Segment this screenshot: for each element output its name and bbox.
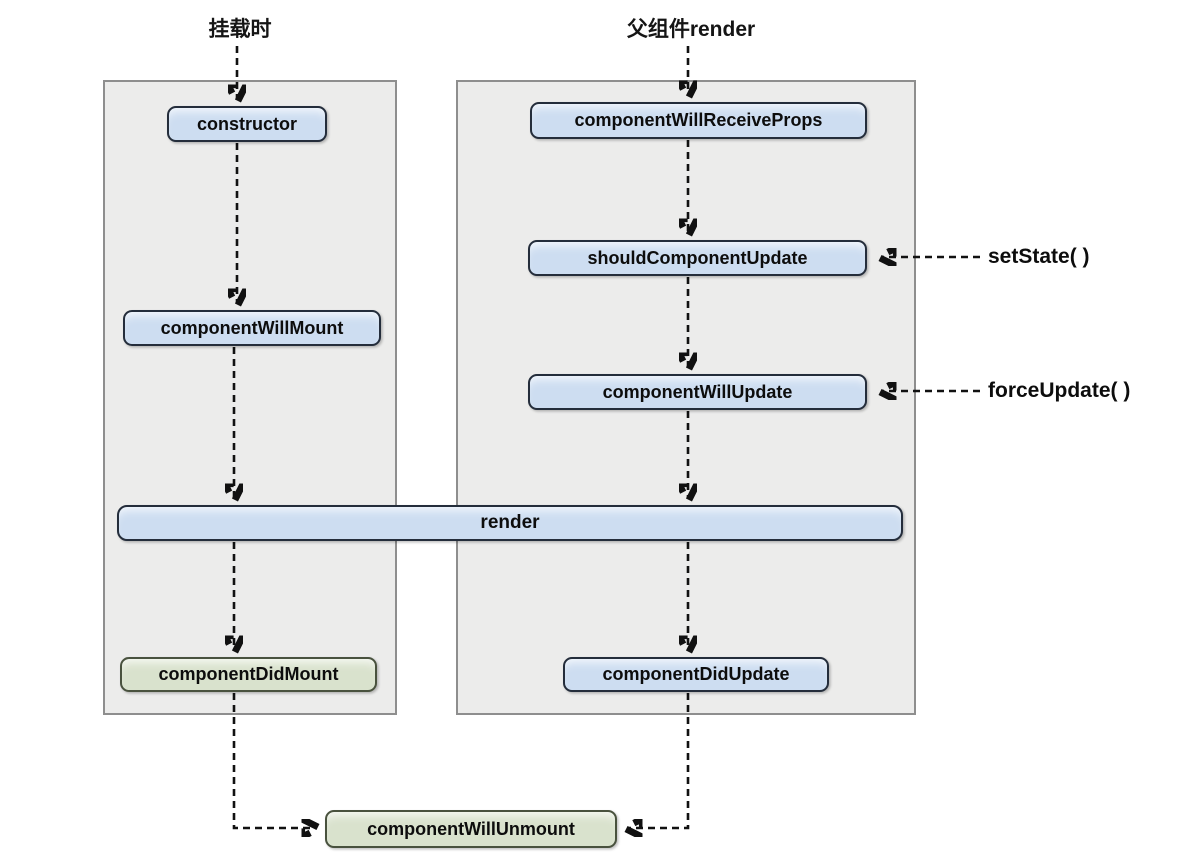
node-render: render xyxy=(117,505,903,541)
node-component-did-mount: componentDidMount xyxy=(120,657,377,692)
forceupdate-call-label: forceUpdate( ) xyxy=(988,379,1131,402)
node-component-will-update: componentWillUpdate xyxy=(528,374,867,410)
node-component-will-receive-props: componentWillReceiveProps xyxy=(530,102,867,139)
node-component-did-update: componentDidUpdate xyxy=(563,657,829,692)
column-header-mount: 挂载时 xyxy=(208,18,272,41)
column-header-parent-render: 父组件render xyxy=(626,18,756,41)
setstate-call-label: setState( ) xyxy=(988,245,1090,268)
node-component-will-mount: componentWillMount xyxy=(123,310,381,346)
node-should-component-update: shouldComponentUpdate xyxy=(528,240,867,276)
node-constructor: constructor xyxy=(167,106,327,142)
node-component-will-unmount: componentWillUnmount xyxy=(325,810,617,848)
mount-phase-panel xyxy=(103,80,397,715)
